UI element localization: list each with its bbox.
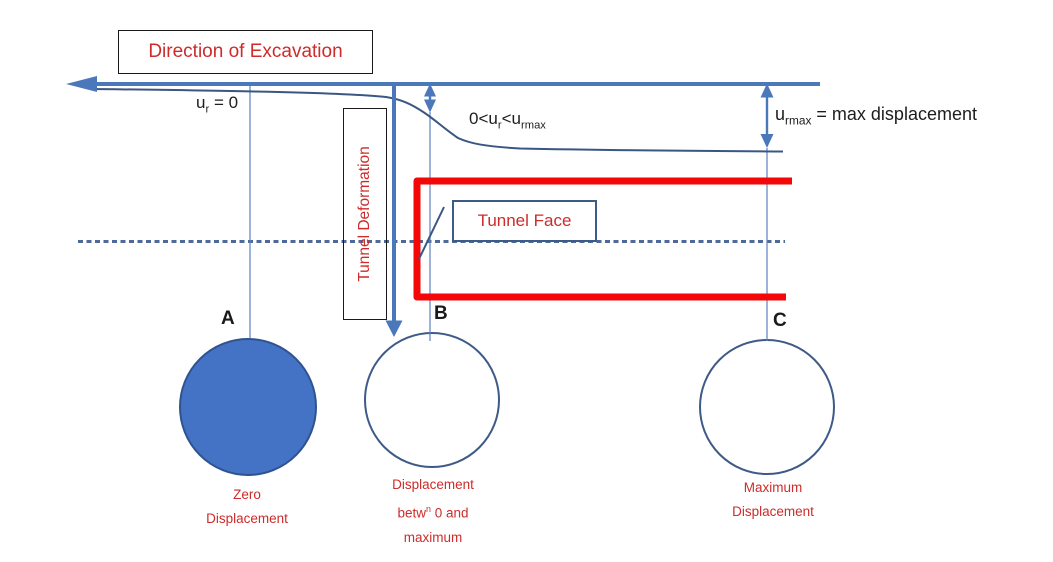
ur-zero-annotation: ur = 0 xyxy=(196,93,238,115)
direction-of-excavation-label: Direction of Excavation xyxy=(148,41,343,62)
direction-of-excavation-box: Direction of Excavation xyxy=(118,30,373,74)
station-letter-b: B xyxy=(434,303,448,324)
tunnel-outline xyxy=(413,177,792,301)
caption-c-line2: Displacement xyxy=(732,504,814,519)
caption-zero-displacement: Zero Displacement xyxy=(162,483,332,531)
urmax-base: u xyxy=(775,104,786,124)
station-letter-c: C xyxy=(773,310,787,331)
tunnel-face-leader-line xyxy=(418,206,445,260)
caption-b-line2-pre: betw xyxy=(397,505,426,521)
urmax-sub: rmax xyxy=(785,113,812,128)
station-letter-a: A xyxy=(221,308,235,329)
caption-b-line1: Displacement xyxy=(392,477,474,492)
caption-b-line2-post: 0 and xyxy=(430,505,469,521)
caption-b-line2-sup: n xyxy=(426,504,431,514)
caption-b-line2: betwn 0 and xyxy=(348,497,518,526)
circle-b-partial-displacement xyxy=(364,332,500,468)
tunnel-deformation-label: Tunnel Deformation xyxy=(356,146,373,282)
caption-partial-displacement: Displacement betwn 0 and maximum xyxy=(348,473,518,550)
caption-b-line3: maximum xyxy=(403,529,463,545)
ur-zero-base: u xyxy=(196,93,206,112)
ur-between-part2: <u xyxy=(501,109,521,128)
ur-between-part1: 0<u xyxy=(469,109,498,128)
tunnel-face-label: Tunnel Face xyxy=(477,211,572,230)
ur-zero-sub: r xyxy=(205,103,210,116)
urmax-rest: = max displacement xyxy=(811,104,977,124)
ur-between-sub1: r xyxy=(497,119,502,132)
urmax-arrowhead-up xyxy=(760,83,774,98)
tunnel-face-box: Tunnel Face xyxy=(452,200,597,242)
caption-c-line1: Maximum xyxy=(743,480,803,495)
urmax-arrowhead-down xyxy=(760,134,774,148)
caption-a-line1: Zero xyxy=(233,487,261,502)
circle-c-maximum-displacement xyxy=(699,339,835,475)
ur-between-annotation: 0<ur<urmax xyxy=(469,109,546,131)
tunnel-deformation-box: Tunnel Deformation xyxy=(343,108,387,320)
ur-zero-rest: = 0 xyxy=(209,93,239,112)
ur-partial-arrowhead-down xyxy=(424,99,436,113)
circle-a-zero-displacement xyxy=(179,338,317,476)
caption-a-line2: Displacement xyxy=(206,511,288,526)
tunnel-deformation-arrowhead xyxy=(385,320,403,337)
caption-maximum-displacement: Maximum Displacement xyxy=(688,476,858,524)
urmax-annotation: urmax = max displacement xyxy=(775,104,977,128)
excavation-direction-arrowhead xyxy=(66,76,97,92)
ur-partial-arrowhead-up xyxy=(424,83,436,97)
deformation-curve xyxy=(93,88,784,153)
ur-between-sub2: rmax xyxy=(520,119,546,132)
